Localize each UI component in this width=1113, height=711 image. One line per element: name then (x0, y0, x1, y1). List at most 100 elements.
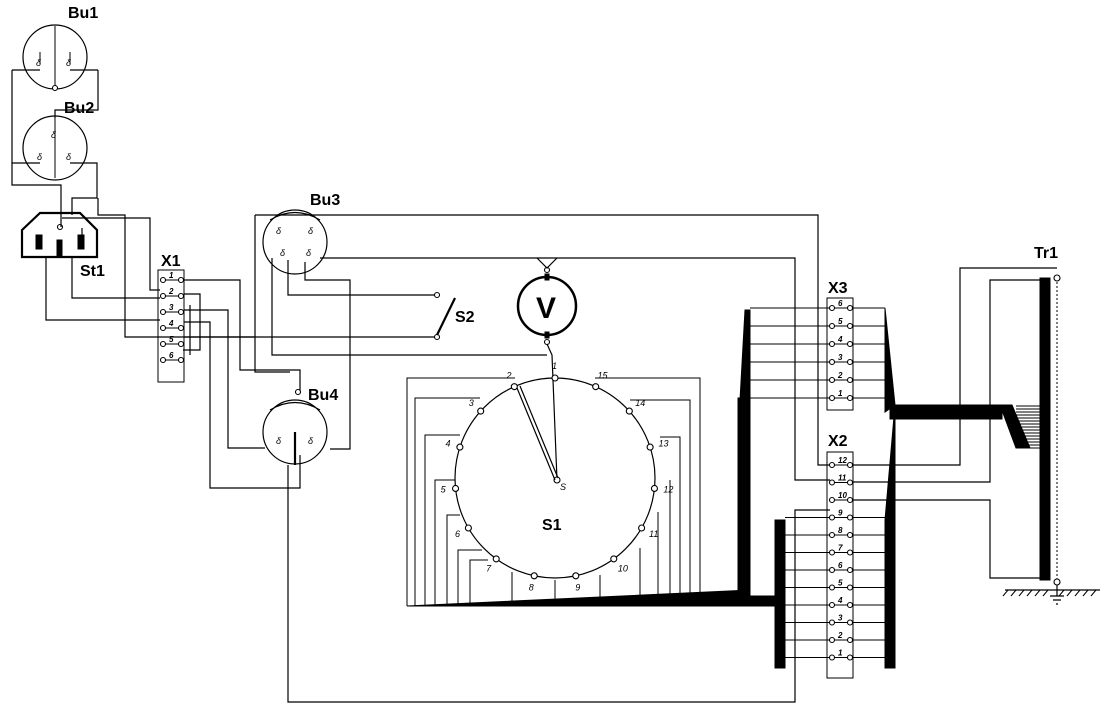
x1-terminal (159, 308, 167, 316)
s1-contact (451, 484, 460, 493)
x3-pin-label: 1 (838, 389, 843, 398)
s1-position-label: 9 (575, 583, 580, 593)
x3-terminal (828, 394, 836, 402)
s1-position-label: 13 (659, 438, 669, 448)
s1-position-label: 3 (469, 398, 474, 408)
svg-text:δ: δ (308, 226, 314, 236)
x1-terminal (177, 324, 185, 332)
x3-pin-label: 2 (837, 371, 843, 380)
x2-terminal (828, 601, 836, 609)
x2-terminal (846, 619, 854, 626)
svg-text:δ: δ (280, 248, 286, 258)
s1-contact (638, 524, 646, 532)
x2-pin-label: 9 (838, 509, 843, 518)
x3-pin-label: 3 (838, 353, 843, 362)
label-x2: X2 (828, 433, 848, 450)
x3-terminal (828, 304, 836, 312)
x2-terminal (846, 496, 854, 504)
s1-position-label: 2 (505, 371, 511, 381)
x2-terminal (846, 514, 854, 521)
x2-terminal (828, 619, 836, 626)
x2-terminal (846, 531, 854, 539)
s1-wiper-label: S (560, 482, 566, 492)
x3-pin-label: 6 (838, 299, 843, 308)
label-bu3: Bu3 (310, 192, 340, 209)
plug-st1 (20, 211, 99, 259)
x2-terminal (828, 496, 836, 504)
x1-pin-label: 1 (169, 271, 174, 280)
x2-pin-label: 7 (838, 544, 843, 553)
label-x1: X1 (161, 253, 181, 270)
x2-pin-label: 6 (838, 561, 843, 570)
s1-contact (610, 555, 618, 563)
svg-text:δ: δ (306, 248, 312, 258)
x2-terminal (846, 461, 854, 469)
label-tr1: Tr1 (1034, 245, 1058, 262)
x1-terminal (159, 340, 167, 348)
socket-bu2: δ δ δ (22, 115, 88, 181)
x1-pin-label: 3 (169, 303, 174, 312)
label-bu1: Bu1 (68, 5, 98, 22)
x3-terminal (846, 340, 854, 348)
x2-terminal (828, 584, 836, 591)
x2-terminal (846, 601, 854, 609)
x2-pin-label: 12 (838, 456, 847, 465)
switch-s2 (433, 291, 456, 341)
x1-pin-label: 4 (168, 319, 174, 328)
x1-terminal (177, 276, 185, 284)
s1-position-label: 12 (663, 485, 673, 495)
s1-position-label: 4 (445, 438, 450, 448)
svg-text:δ: δ (36, 58, 42, 68)
s1-position-label: 15 (598, 371, 609, 381)
x2-terminal (828, 514, 836, 521)
svg-text:δ: δ (51, 130, 57, 140)
s1-position-label: 11 (649, 529, 658, 539)
x2-terminal (828, 566, 836, 574)
s1-position-label: 14 (635, 398, 645, 408)
x3-terminal (828, 376, 836, 384)
x2-terminal (828, 531, 836, 539)
x2-terminal (828, 654, 836, 661)
x2-pin-label: 5 (838, 579, 843, 588)
x1-terminal (159, 324, 167, 332)
label-x3: X3 (828, 280, 848, 297)
s1-contact (625, 407, 633, 415)
x2-pin-label: 11 (838, 474, 847, 483)
s1-contact (510, 383, 518, 391)
x1-terminal (177, 292, 185, 300)
svg-text:δ: δ (308, 436, 314, 446)
s1-contact (530, 572, 538, 580)
x2-pin-label: 3 (838, 614, 843, 623)
s1-contact (551, 374, 559, 382)
label-bu2: Bu2 (64, 100, 94, 117)
s1-contact (456, 443, 464, 451)
x2-terminal (846, 566, 854, 574)
x3-terminal (846, 304, 854, 312)
s1-contact (650, 484, 659, 493)
x2-terminal (828, 636, 836, 644)
x2-terminal (846, 636, 854, 644)
x1-pin-label: 5 (169, 335, 174, 344)
s1-contact (572, 572, 580, 580)
x3-terminal (828, 340, 836, 348)
transformer-tr1 (1002, 274, 1100, 605)
x2-pin-label: 1 (838, 649, 843, 658)
voltmeter-symbol: V (536, 292, 556, 325)
x3-terminal (846, 376, 854, 384)
x2-pin-label: 2 (837, 631, 843, 640)
x3-pin-label: 5 (838, 317, 843, 326)
x1-terminal (159, 292, 167, 300)
x2-terminal (846, 549, 854, 556)
x3-terminal (846, 322, 854, 330)
s1-contact (492, 555, 500, 563)
x3-terminal (828, 358, 836, 366)
x2-terminal (846, 584, 854, 591)
x1-terminal (177, 340, 185, 348)
s1-position-label: 6 (455, 529, 460, 539)
s1-position-label: 5 (441, 485, 447, 495)
